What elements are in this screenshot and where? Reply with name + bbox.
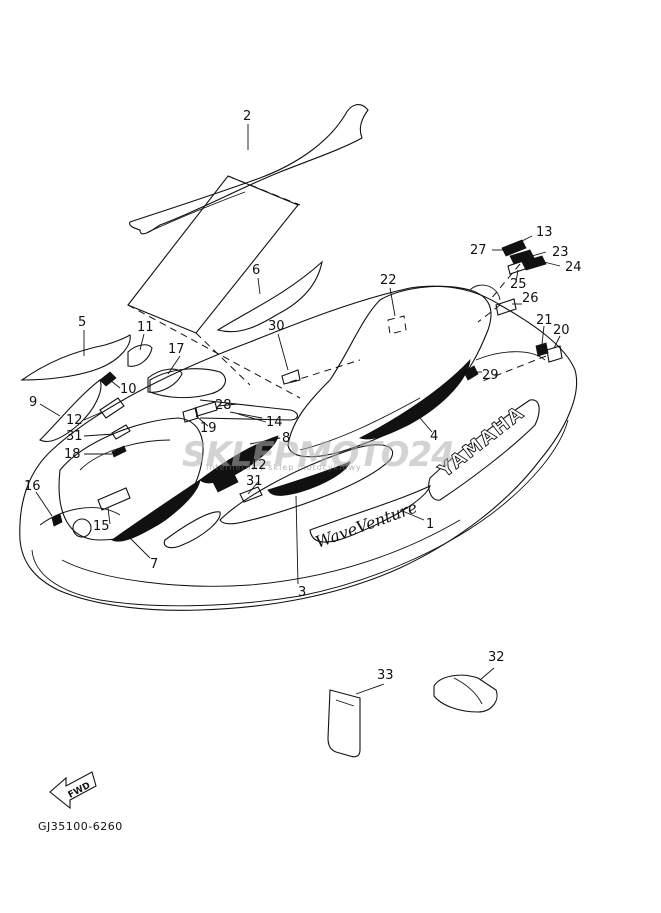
decal-26 [495, 298, 517, 316]
callout-22: 22 [380, 273, 397, 288]
decal-28 [194, 401, 218, 417]
callout-17: 17 [168, 342, 185, 357]
diagram-code: GJ35100-6260 [38, 820, 123, 833]
callout-26: 26 [522, 291, 539, 306]
callout-21: 21 [536, 313, 553, 328]
decal-3 [267, 461, 351, 496]
decal-15 [97, 487, 131, 511]
decal-18 [111, 445, 127, 458]
leader-lines [35, 235, 561, 695]
watermark: SKLEPMOTO24 internetowy sklep motocyklow… [182, 435, 455, 475]
callout-32: 32 [488, 650, 505, 665]
callout-12a: 12 [66, 413, 83, 428]
callout-10: 10 [120, 382, 137, 397]
callout-9: 9 [29, 395, 37, 410]
callout-25: 25 [510, 277, 527, 292]
part-32-pad [433, 674, 498, 713]
callout-11: 11 [137, 320, 154, 335]
watermark-tagline: internetowy sklep motocyklowy [206, 463, 362, 472]
callout-6: 6 [252, 263, 260, 278]
hull-wave-venture-script: WaveVenture [313, 497, 420, 551]
callout-24: 24 [565, 260, 582, 275]
decal-12b [211, 469, 239, 493]
callout-29: 29 [482, 368, 499, 383]
decal-22 [387, 315, 407, 335]
decal-17 [147, 368, 183, 393]
decal-30 [281, 369, 301, 385]
decal-11 [127, 344, 153, 367]
callout-8: 8 [282, 431, 290, 446]
guide-lines [127, 175, 547, 399]
yamaha-panel [428, 399, 540, 501]
separate-parts [327, 674, 498, 758]
callout-31b: 31 [246, 474, 263, 489]
callout-16: 16 [24, 479, 41, 494]
decal-12 [99, 397, 125, 419]
decal-27 [501, 239, 527, 257]
deck-mat-part-2 [127, 104, 369, 334]
watermark-brand: SKLEPMOTO24 [182, 435, 454, 475]
decal-31b [239, 486, 263, 503]
callout-18: 18 [64, 447, 81, 462]
decal-7 [111, 479, 201, 542]
decal-10 [99, 371, 117, 387]
callout-30: 30 [268, 319, 285, 334]
decal-29 [463, 365, 479, 381]
callout-1: 1 [426, 517, 434, 532]
callout-23: 23 [552, 245, 569, 260]
callout-3: 3 [298, 585, 306, 600]
decal-31 [111, 424, 131, 440]
decal-9 [39, 379, 102, 443]
part-33-pad [327, 689, 361, 758]
callout-5: 5 [78, 315, 86, 330]
callout-4: 4 [430, 429, 438, 444]
decal-4 [358, 358, 471, 440]
decal-25 [507, 259, 529, 275]
decal-16 [51, 513, 63, 527]
callout-13: 13 [536, 225, 553, 240]
callout-7: 7 [150, 557, 158, 572]
callout-15: 15 [93, 519, 110, 534]
callout-28: 28 [215, 398, 232, 413]
decal-1 [309, 484, 431, 543]
fwd-arrow-icon: FWD [49, 771, 97, 810]
callout-20: 20 [553, 323, 570, 338]
decal-14 [229, 411, 263, 419]
callout-27: 27 [470, 243, 487, 258]
callout-19: 19 [200, 421, 217, 436]
callout-12b: 12 [250, 458, 267, 473]
decal-6 [216, 260, 323, 333]
callout-31a: 31 [66, 429, 83, 444]
decals [20, 239, 563, 543]
decal-21 [535, 342, 549, 357]
callout-labels: 1 2 3 4 5 6 7 8 9 10 11 12 12 13 14 15 1… [24, 109, 582, 683]
decal-20 [546, 345, 563, 363]
decal-5 [20, 334, 131, 381]
callout-2: 2 [243, 109, 251, 124]
callout-14: 14 [266, 415, 283, 430]
callout-33: 33 [377, 668, 394, 683]
